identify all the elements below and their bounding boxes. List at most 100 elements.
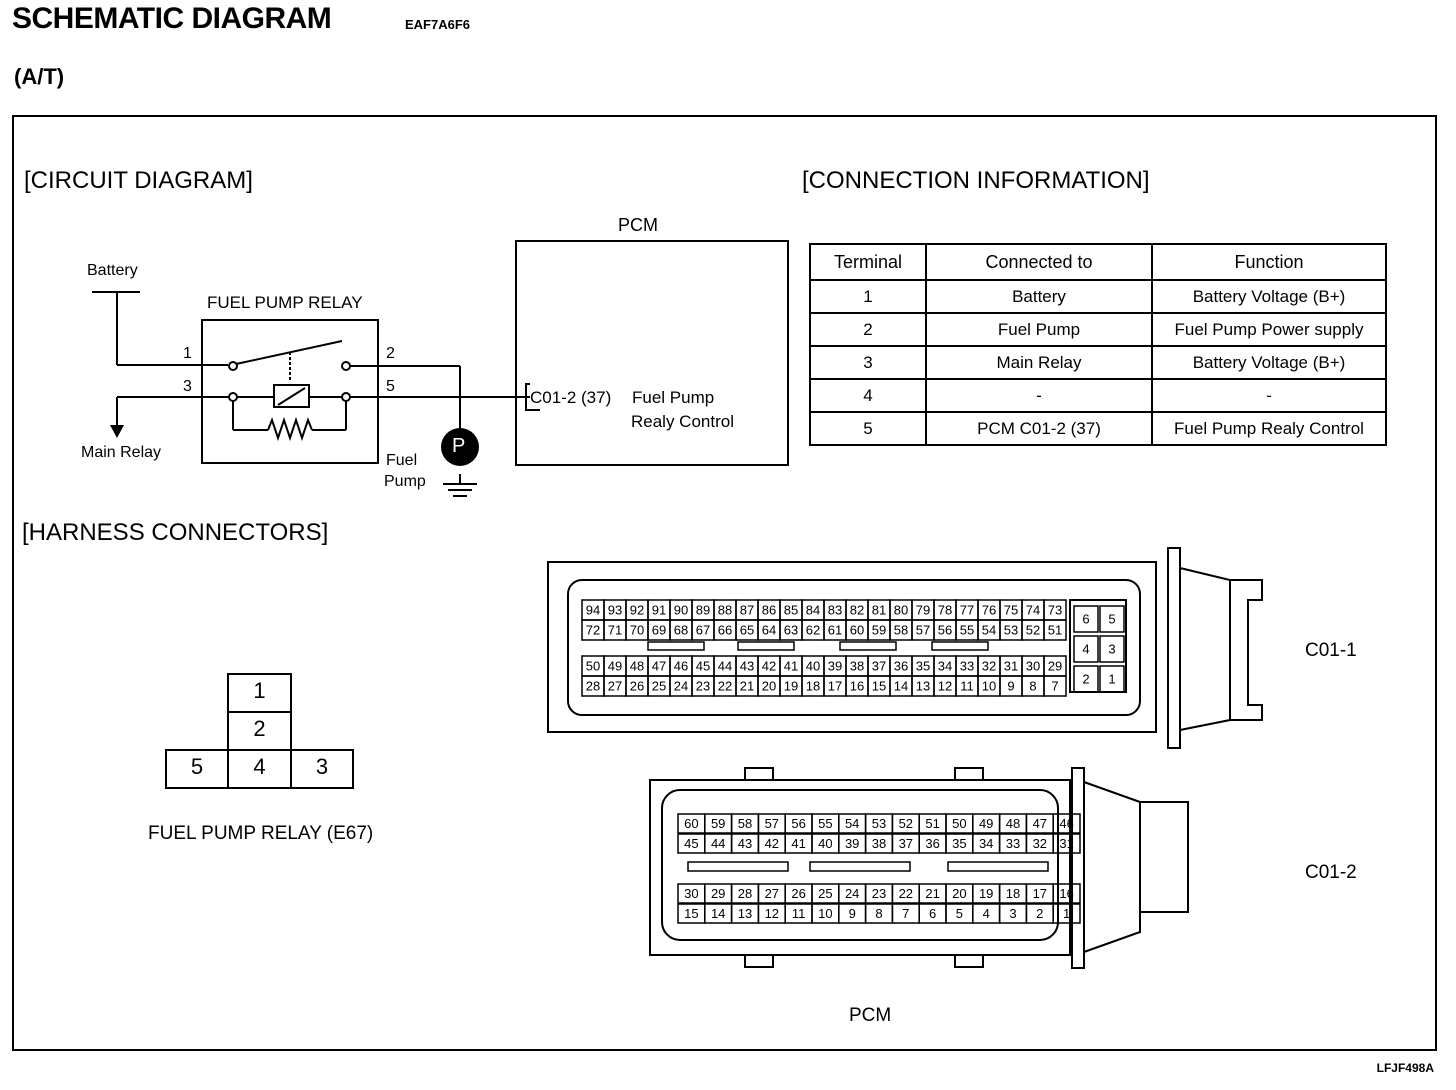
- connector-pin-label: 26: [630, 679, 644, 694]
- connector-pin-box: [1043, 619, 1067, 641]
- connector-pin-label: 17: [828, 679, 842, 694]
- connector-pin-label: 26: [791, 886, 805, 901]
- connector-pin-label: 42: [765, 836, 779, 851]
- connector-pin-label: 31: [1059, 836, 1073, 851]
- connector-pin-label: 14: [894, 679, 908, 694]
- connector-pin-label: 17: [1033, 886, 1047, 901]
- connector-pin-label: 47: [652, 659, 666, 674]
- fuel-pump-icon: [441, 428, 479, 466]
- relay-connector-cell: 4: [253, 754, 266, 779]
- connector-pin-label: 3: [1009, 906, 1016, 921]
- connector-pin-label: 93: [608, 603, 622, 618]
- connector-pin-label: 19: [784, 679, 798, 694]
- pcm-function-line1: Fuel Pump: [632, 388, 715, 407]
- page-subtitle: (A/T): [14, 64, 65, 89]
- relay-connector-cell: 1: [253, 678, 266, 703]
- header-connected-to: Connected to: [925, 243, 1153, 281]
- connector-pin-label: 80: [894, 603, 908, 618]
- cell-terminal: 5: [809, 411, 927, 446]
- connector-pin-label: 85: [784, 603, 798, 618]
- connector-pin-label: 49: [979, 816, 993, 831]
- connector-pin-label: 56: [791, 816, 805, 831]
- relay-pin-3: 3: [183, 378, 192, 395]
- connector-pin-label: 92: [630, 603, 644, 618]
- connector-pin-label: 34: [938, 659, 952, 674]
- cell-connected-to: Fuel Pump: [925, 312, 1153, 347]
- connector-pin-label: 54: [982, 623, 996, 638]
- connector-pin-label: 6: [929, 906, 936, 921]
- connector-pin-label: 88: [718, 603, 732, 618]
- diagram-frame: [12, 115, 1437, 1051]
- relay-title: FUEL PUMP RELAY: [207, 293, 363, 312]
- pcm-connector-label: PCM: [849, 1005, 892, 1026]
- harness-connectors-heading: [HARNESS CONNECTORS]: [22, 519, 329, 546]
- connector-pin-label: 13: [916, 679, 930, 694]
- connector-pin-label: 48: [1006, 816, 1020, 831]
- connector-pin-label: 9: [849, 906, 856, 921]
- connector-pin-label: 68: [674, 623, 688, 638]
- connector-pin-label: 38: [850, 659, 864, 674]
- connector-pin-label: 36: [894, 659, 908, 674]
- relay-connector-cell: 5: [190, 754, 204, 779]
- connector-pin-label: 77: [960, 603, 974, 618]
- connector-key-slot: [647, 641, 705, 651]
- connector-pin-label: 14: [711, 906, 725, 921]
- connector-pin-label: 71: [608, 623, 622, 638]
- connector-pin-label: 35: [916, 659, 930, 674]
- connector-pin-label: 53: [1004, 623, 1018, 638]
- page-title: SCHEMATIC DIAGRAM: [12, 2, 332, 35]
- connector-pin-box: [1043, 675, 1067, 697]
- table-row: 4 - -: [809, 378, 1387, 413]
- connector-pin-label: 89: [696, 603, 710, 618]
- connector-pin-label: 13: [738, 906, 752, 921]
- connector-pin-label: 79: [916, 603, 930, 618]
- connector-pin-label: 30: [684, 886, 698, 901]
- connector-pin-label: 67: [696, 623, 710, 638]
- connector-pin-label: 52: [1026, 623, 1040, 638]
- connector-pin-label: 15: [872, 679, 886, 694]
- pcm-function-line2: Realy Control: [631, 412, 734, 431]
- cell-function: Battery Voltage (B+): [1151, 345, 1387, 380]
- connector-pin-box: [1073, 665, 1099, 693]
- battery-label: Battery: [87, 262, 138, 279]
- connector-pin-label: 12: [938, 679, 952, 694]
- connector-pin-label: 7: [1051, 679, 1058, 694]
- connector-pin-label: 49: [608, 659, 622, 674]
- connector-pin-label: 16: [850, 679, 864, 694]
- table-header-row: Terminal Connected to Function: [809, 243, 1387, 281]
- connector-pin-label: 27: [608, 679, 622, 694]
- connector-pin-label: 29: [1048, 659, 1062, 674]
- connector-pin-label: 66: [718, 623, 732, 638]
- connector-pin-label: 43: [740, 659, 754, 674]
- connector-pin-box: [1052, 883, 1081, 904]
- connector-pin-label: 11: [792, 906, 806, 921]
- connector-pin-label: 52: [899, 816, 913, 831]
- connector-pin-label: 59: [711, 816, 725, 831]
- relay-pin-5: 5: [386, 378, 395, 395]
- connector-pin-label: 34: [979, 836, 993, 851]
- connector-pin-label: 12: [765, 906, 779, 921]
- connector-pin-label: 46: [674, 659, 688, 674]
- connector-pin-label: 32: [982, 659, 996, 674]
- connector-pin-box: [1099, 635, 1125, 663]
- connector-pin-label: 57: [916, 623, 930, 638]
- connector-key-slot: [947, 861, 1049, 872]
- cell-connected-to: Main Relay: [925, 345, 1153, 380]
- connector-pin-label: 4: [1082, 642, 1089, 657]
- connector-pin-label: 25: [818, 886, 832, 901]
- connector-pin-label: 5: [956, 906, 963, 921]
- connector-pin-label: 37: [899, 836, 913, 851]
- connector-pin-label: 23: [872, 886, 886, 901]
- connector-pin-label: 40: [818, 836, 832, 851]
- connector-pin-label: 6: [1082, 612, 1089, 627]
- connector-pin-label: 33: [960, 659, 974, 674]
- connector-pin-label: 45: [684, 836, 698, 851]
- connector-key-slot: [931, 641, 989, 651]
- connector-key-slot: [687, 861, 789, 872]
- connector-pin-label: 46: [1059, 816, 1073, 831]
- relay-connector-label: FUEL PUMP RELAY (E67): [148, 823, 374, 844]
- connector-pin-box: [1099, 605, 1125, 633]
- connector-pin-label: 72: [586, 623, 600, 638]
